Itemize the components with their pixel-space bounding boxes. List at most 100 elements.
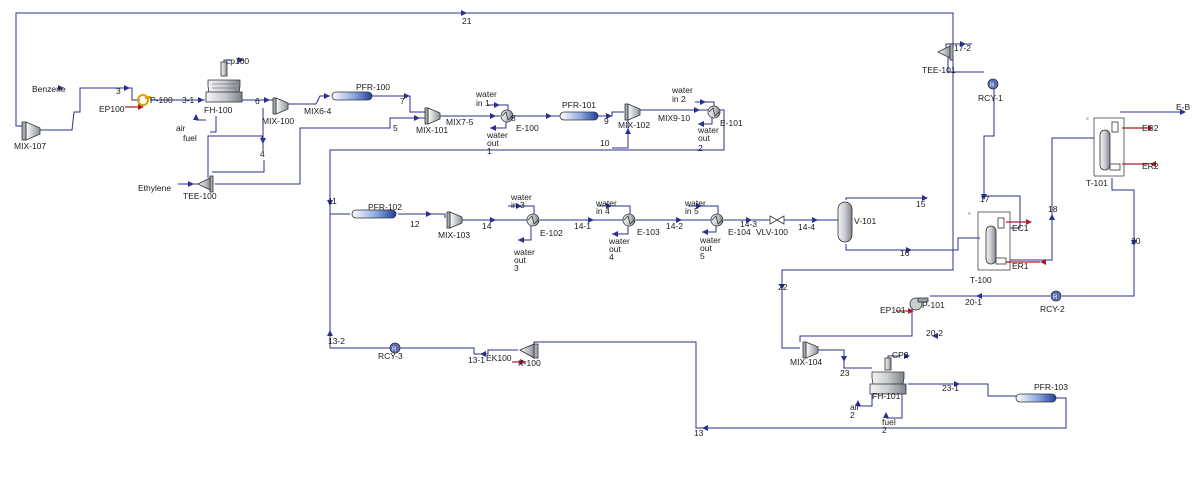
label-e102: E-102 (540, 228, 563, 238)
stream-mix107-out-line[interactable] (40, 87, 140, 131)
label-stream-21: 21 (462, 16, 472, 26)
pump-p100-icon[interactable] (137, 94, 151, 106)
arrow-22 (779, 284, 785, 290)
label-ep100: EP100 (99, 104, 125, 114)
stream-20-line[interactable] (1062, 178, 1135, 297)
stream-12-line[interactable] (398, 213, 446, 218)
stream-16-line[interactable] (845, 237, 980, 251)
stream-water-out-3-line[interactable] (518, 226, 532, 241)
mix-104-icon[interactable] (802, 341, 819, 359)
label-er2: ER2 (1142, 161, 1159, 171)
mix-107-icon[interactable] (21, 121, 41, 141)
mix-101-icon[interactable] (424, 107, 441, 125)
pfr-102-icon[interactable] (351, 209, 397, 219)
fired-heater-fh101-icon[interactable] (869, 357, 907, 395)
tee-101-icon[interactable] (937, 43, 954, 61)
pfr-100-icon[interactable] (331, 91, 373, 101)
stream-fuel-fh100-line[interactable] (210, 116, 217, 133)
arrow-air (193, 114, 199, 120)
arrow-er2 (1150, 161, 1156, 167)
mix-100-icon[interactable] (272, 97, 289, 115)
label-rcy2: RCY-2 (1040, 304, 1065, 314)
arrow-3 (124, 85, 130, 91)
vessel-v101-icon[interactable] (837, 201, 853, 243)
arrow-14 (490, 217, 496, 223)
label-stream-20: 20 (1131, 236, 1141, 246)
arrow-6 (264, 97, 270, 103)
label-stream-22: 22 (778, 282, 788, 292)
recycle-rcy1-icon[interactable]: R (987, 78, 999, 90)
label-stream-14-3: 14-3 (740, 219, 757, 229)
arrow-13-1 (480, 351, 486, 357)
stream-22-line[interactable] (781, 56, 954, 349)
heat-exchanger-e102-icon[interactable] (526, 213, 540, 227)
stream-arrows (58, 10, 1186, 431)
pfr-101-icon[interactable] (559, 111, 599, 121)
column-t101-icon[interactable]: ≡ (1086, 116, 1125, 177)
heat-exchanger-e101-icon[interactable] (707, 105, 721, 119)
mix-103-icon[interactable] (446, 211, 463, 229)
stream-tee100-right-line[interactable] (215, 182, 301, 185)
tee-100-icon[interactable] (197, 175, 214, 193)
arrow-ep101 (908, 308, 914, 314)
stream-fuel-2-line[interactable] (886, 394, 903, 419)
compressor-k100-icon[interactable] (519, 343, 539, 359)
label-mix9-10: MIX9-10 (658, 113, 690, 123)
label-stream-17: 17 (980, 194, 990, 204)
label-mix7-5: MIX7-5 (446, 117, 474, 127)
stream-21-line[interactable] (15, 12, 954, 127)
label-stream-18: 18 (1048, 204, 1058, 214)
valve-vlv100-icon[interactable] (769, 215, 785, 225)
label-water-out-2-b: out (698, 133, 710, 143)
label-stream-13: 13 (694, 428, 704, 438)
label-ek100: EK100 (486, 353, 512, 363)
stream-13-2-line[interactable] (329, 214, 390, 349)
label-stream-14: 14 (482, 221, 492, 231)
column-t100-icon[interactable]: ≡ (968, 211, 1011, 271)
stream-18-line[interactable] (1010, 137, 1094, 261)
arrow-14-3 (746, 217, 752, 223)
label-water-out-4-a: water (608, 236, 630, 246)
arrow-win1 (494, 102, 500, 108)
recycle-rcy2-icon[interactable]: R (1050, 290, 1062, 302)
arrow-10 (625, 128, 631, 134)
stream-5-line[interactable] (299, 117, 428, 182)
arrow-benzene (58, 85, 64, 91)
fired-heater-fh100-icon[interactable] (205, 61, 243, 103)
pump-p101-icon[interactable] (909, 297, 929, 311)
stream-15-line[interactable] (845, 197, 924, 200)
svg-text:R: R (990, 83, 995, 89)
stream-20-2-line[interactable] (880, 304, 913, 337)
stream-20-2-to-mix104-line[interactable] (799, 335, 880, 342)
label-air-fh100: air (176, 123, 186, 133)
heat-exchanger-e100-icon[interactable] (500, 109, 514, 123)
stream-23-1-line[interactable] (908, 383, 1016, 397)
arrow-ec1 (1026, 219, 1032, 225)
stream-7-line[interactable] (372, 95, 425, 113)
pfr-103-icon[interactable] (1015, 393, 1057, 403)
label-fh100: FH-100 (204, 105, 233, 115)
stream-mix6-4-line[interactable] (288, 95, 330, 105)
stream-air-2-line[interactable] (858, 394, 873, 407)
label-stream-7: 7 (400, 96, 405, 106)
stream-rcy1-out-line[interactable] (983, 84, 1021, 229)
label-mix101: MIX-101 (416, 125, 448, 135)
arrow-cp2 (904, 353, 910, 359)
label-mix6-4: MIX6-4 (304, 106, 332, 116)
stream-tee100-mid-line[interactable] (212, 160, 265, 173)
label-mix104: MIX-104 (790, 357, 822, 367)
mix-102-icon[interactable] (624, 103, 641, 121)
stream-9-line[interactable] (598, 111, 624, 117)
stream-11-line[interactable] (329, 109, 725, 215)
label-water-in-5-a: water (684, 198, 706, 208)
heat-exchanger-e104-icon[interactable] (710, 213, 724, 227)
stream-13-line[interactable] (533, 341, 1067, 429)
arrow-23 (841, 356, 847, 362)
heat-exchanger-e103-icon[interactable] (622, 213, 636, 227)
stream-tee101-down-line[interactable] (947, 56, 984, 73)
arrow-20-2 (932, 333, 938, 339)
arrow-mix6-4 (324, 93, 330, 99)
recycle-rcy3-icon[interactable]: R (389, 342, 401, 354)
label-e-b: E-B (1176, 102, 1191, 112)
